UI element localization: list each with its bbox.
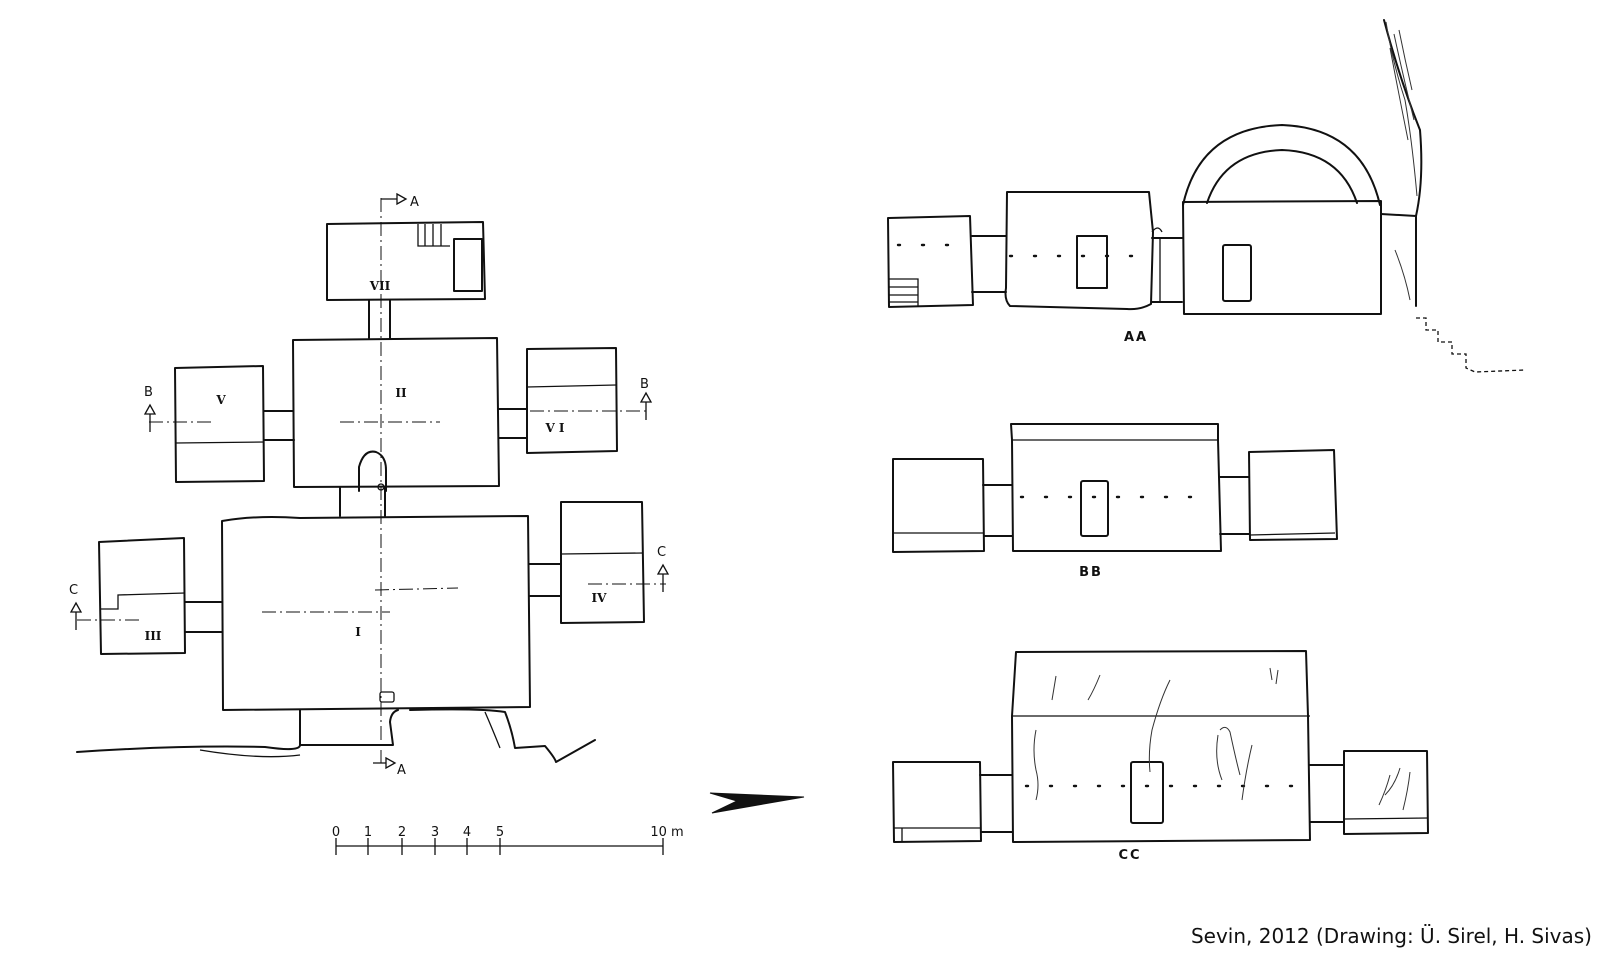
bb-room-vi	[1248, 449, 1338, 541]
room-i-outline	[221, 515, 531, 711]
section-arrow-a-top	[381, 192, 408, 206]
section-arrow-a-bottom	[373, 756, 397, 770]
bb-room-ii	[1010, 423, 1222, 552]
section-bb: BB	[892, 423, 1338, 580]
room-i-basin	[379, 691, 395, 703]
section-arrow-c-right	[656, 563, 670, 592]
section-arrow-b-left	[143, 403, 157, 432]
aa-passage-1	[971, 235, 1007, 293]
room-v-bench	[175, 441, 265, 444]
cc-room-iv-cracks	[1378, 767, 1411, 811]
scale-label-10m: 10 m	[650, 825, 683, 840]
aa-rock-hatch	[1385, 21, 1418, 301]
room-iii-outline	[98, 537, 186, 655]
room-label-vii: VII	[369, 279, 391, 293]
marker-c-left: C	[69, 583, 78, 598]
marker-c-right: C	[657, 545, 666, 560]
aa-stairs	[1416, 317, 1526, 373]
room-label-i: I	[355, 625, 361, 639]
entrance-ground	[76, 708, 596, 763]
aa-passage-2-detail	[1151, 227, 1163, 303]
scale-label-4: 4	[463, 825, 471, 840]
marker-a-top: A	[410, 195, 419, 210]
bb-room-ii-door	[1080, 480, 1109, 537]
section-label-bb: BB	[1079, 565, 1103, 580]
room-vii-outline	[326, 221, 486, 301]
cc-room-iv	[1343, 750, 1429, 835]
scale-label-2: 2	[398, 825, 406, 840]
room-label-v: V	[215, 393, 226, 407]
room-label-iv: IV	[592, 591, 608, 605]
scale-label-5: 5	[496, 825, 504, 840]
room-label-vi: V I	[544, 421, 564, 435]
cc-passage-1	[979, 774, 1013, 833]
marker-b-right: B	[640, 377, 649, 392]
scale-bar-line	[335, 838, 664, 855]
passage-ii-i	[339, 486, 386, 517]
section-aa: AA	[887, 19, 1526, 373]
section-label-aa: AA	[1124, 330, 1148, 345]
passage-i-iv	[528, 563, 562, 597]
room-v-outline	[174, 365, 265, 483]
passage-vii-ii	[368, 299, 391, 339]
cc-room-i-door	[1130, 761, 1164, 824]
section-arrow-c-left	[69, 601, 83, 630]
aa-room-i-door	[1222, 244, 1252, 302]
north-arrow-icon	[709, 792, 805, 814]
room-label-ii: II	[395, 386, 407, 400]
room-vi-outline	[526, 347, 618, 454]
scale-label-1: 1	[364, 825, 372, 840]
cc-room-i	[1011, 650, 1311, 843]
bb-room-vi-bench	[1249, 532, 1336, 536]
doorway-arch	[358, 450, 387, 492]
room-vii-niche	[453, 238, 483, 292]
room-vii-steps	[417, 224, 450, 247]
section-cc: CC	[892, 650, 1429, 863]
aa-passage-2	[1151, 237, 1183, 303]
aa-room-i	[1182, 200, 1382, 315]
bb-passage-1	[982, 484, 1013, 537]
cc-room-iv-bench	[1343, 817, 1429, 820]
aa-room-ii-door	[1076, 235, 1108, 289]
entrance-rock	[199, 711, 501, 758]
passage-iii-i	[184, 601, 223, 633]
figure-caption: Sevin, 2012 (Drawing: Ü. Sirel, H. Sivas…	[1190, 924, 1592, 948]
section-arrow-b-right	[639, 391, 653, 420]
scale-bar: 0 1 2 3 4 5 10 m	[332, 825, 684, 855]
aa-dome-inner	[1206, 149, 1358, 204]
cc-wall-cracks	[1033, 667, 1279, 801]
aa-room-vii	[887, 215, 974, 308]
cc-passage-2	[1309, 764, 1345, 823]
room-vi-bench	[526, 384, 617, 388]
aa-room-vii-steps	[889, 278, 919, 307]
floor-plan: VII II V V I I III IV A A B B C C	[69, 192, 670, 778]
room-ii-outline	[292, 337, 500, 488]
section-line-cc	[77, 583, 666, 621]
aa-room-ii	[1004, 191, 1154, 311]
aa-dome-outer	[1182, 124, 1381, 206]
room-iv-bench	[560, 552, 644, 555]
bb-room-v	[892, 458, 985, 553]
passage-v-ii	[263, 410, 295, 441]
room-iii-bench	[101, 592, 186, 610]
passage-ii-vi	[497, 408, 528, 439]
cc-room-iii	[892, 761, 982, 843]
section-line-bb	[149, 410, 646, 423]
cc-room-iii-bench	[894, 827, 981, 842]
marker-a-bottom: A	[397, 763, 406, 778]
bb-passage-2	[1218, 476, 1250, 535]
section-label-cc: CC	[1118, 848, 1141, 863]
aa-rock-wall	[1380, 19, 1423, 307]
room-iv-outline	[560, 501, 645, 624]
marker-b-left: B	[144, 385, 153, 400]
room-label-iii: III	[145, 629, 162, 643]
scale-label-3: 3	[431, 825, 439, 840]
scale-label-0: 0	[332, 825, 340, 840]
